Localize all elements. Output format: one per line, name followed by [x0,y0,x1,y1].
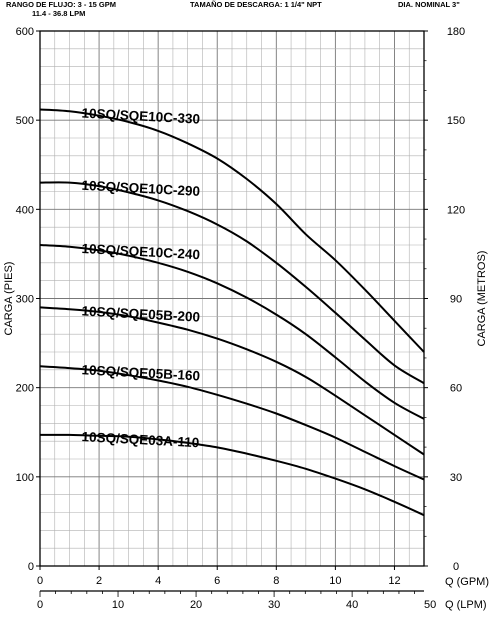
curve-label: 10SQ/SQE10C-290 [81,178,200,199]
curve-10sq-sqe10c-240 [39,244,425,420]
y-right-tick-label: 60 [450,383,462,395]
x-secondary-tick-label: 50 [424,599,436,611]
y-tick-label: 500 [16,115,34,127]
curve-10sq-sqe10c-290 [39,181,425,385]
curve-label: 10SQ/SQE05B-200 [81,303,200,324]
y-tick-label: 300 [16,294,34,306]
x-tick-label: 10 [329,575,341,587]
flow-range-lpm: 11.4 - 36.8 LPM [32,9,86,18]
x-tick-label: 0 [37,575,43,587]
curve-10sq-sqe03a-110 [39,433,425,517]
x-axis-label: Q (GPM) [445,576,489,588]
x-tick-label: 8 [273,575,279,587]
x-secondary-axis-label: Q (LPM) [445,599,487,611]
discharge-size-label: TAMAÑO DE DESCARGA: 1 1/4" NPT [190,0,322,9]
y-right-tick-label: 90 [450,294,462,306]
y-right-axis-label: CARGA (METROS) [476,251,488,347]
curve-10sq-sqe05b-200 [39,306,425,456]
x-secondary-tick-label: 20 [190,599,202,611]
curve-10sq-sqe05b-160 [39,365,425,481]
y-right-tick-label: 150 [447,115,465,127]
flow-range-gpm: RANGO DE FLUJO: 3 - 15 GPM [6,0,117,9]
nominal-diameter-label: DIA. NOMINAL 3" [398,0,460,9]
y-tick-label: 200 [16,383,34,395]
x-secondary-tick-label: 30 [268,599,280,611]
y-tick-label: 600 [16,26,34,38]
x-tick-label: 12 [388,575,400,587]
flow-range-label: RANGO DE FLUJO: 3 - 15 GPM 11.4 - 36.8 L… [6,0,116,18]
x-tick-label: 4 [155,575,161,587]
x-secondary-tick-label: 10 [112,599,124,611]
y-tick-label: 0 [28,561,34,573]
y-right-tick-label: 180 [447,26,465,38]
x-tick-label: 6 [214,575,220,587]
curve-label: 10SQ/SQE05B-160 [81,362,200,383]
curve-label: 10SQ/SQE10C-330 [81,106,200,127]
x-secondary-tick-label: 40 [346,599,358,611]
curve-10sq-sqe10c-330 [39,108,425,353]
y-right-tick-label: 0 [453,561,459,573]
y-tick-label: 400 [16,204,34,216]
y-right-tick-label: 30 [450,472,462,484]
x-tick-label: 2 [96,575,102,587]
y-axis-label: CARGA (PIES) [3,262,15,336]
curve-label: 10SQ/SQE03A-110 [81,429,199,450]
y-right-tick-label: 120 [447,204,465,216]
x-secondary-tick-label: 0 [37,599,43,611]
curve-label: 10SQ/SQE10C-240 [81,241,200,262]
y-tick-label: 100 [16,472,34,484]
